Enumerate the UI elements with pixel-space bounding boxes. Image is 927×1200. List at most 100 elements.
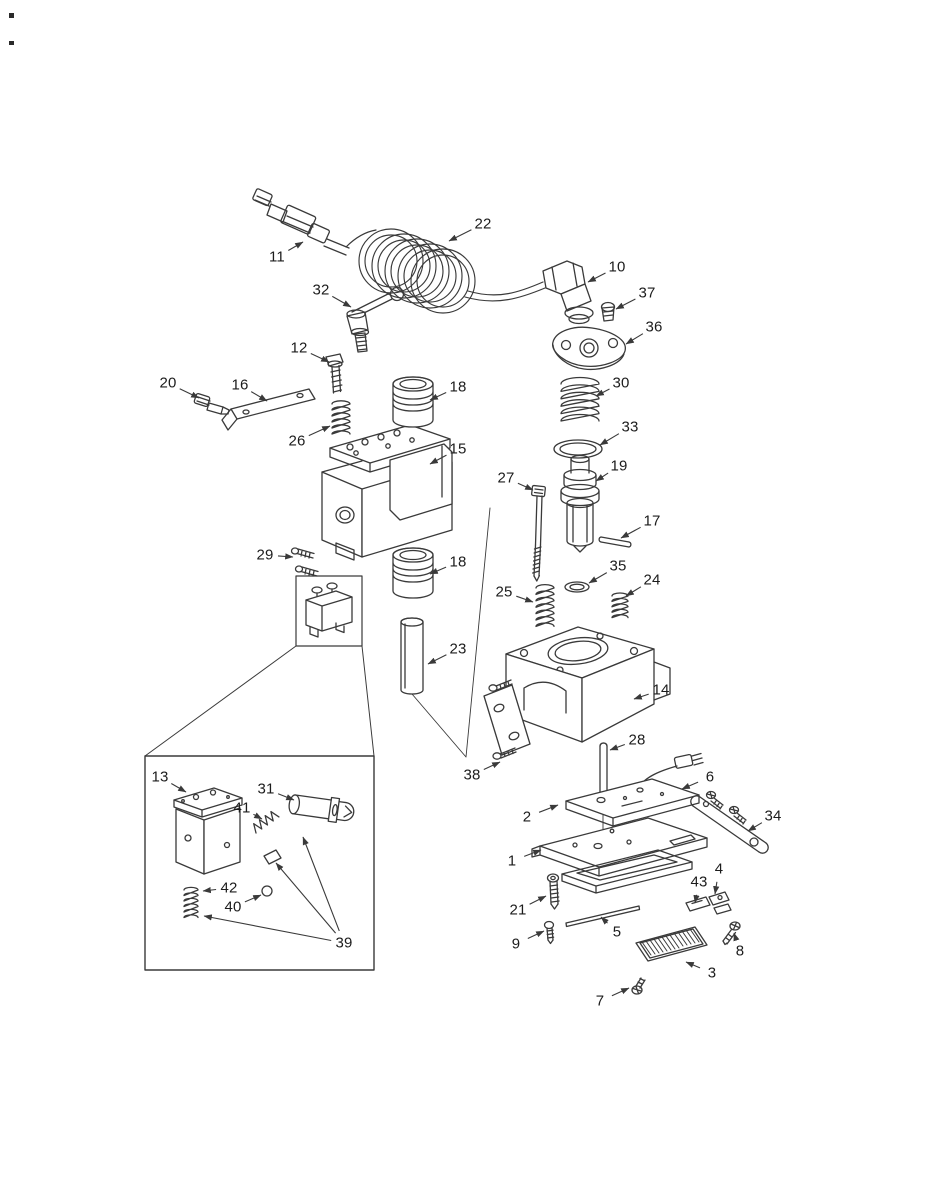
callout-17: 17 xyxy=(643,513,660,530)
leader-line-6 xyxy=(681,781,699,790)
detail-inset-box xyxy=(144,755,375,971)
manifold-block xyxy=(321,424,453,561)
leader-line-10 xyxy=(587,272,606,283)
callout-8: 8 xyxy=(736,943,745,960)
leader-line-38 xyxy=(483,761,501,770)
spring-25 xyxy=(535,583,555,628)
callout-12: 12 xyxy=(290,340,307,357)
retainer-ring xyxy=(564,581,590,593)
ribbed-cylinder-18-lower xyxy=(392,547,434,599)
leader-line-22 xyxy=(448,229,472,242)
leader-line-31 xyxy=(277,793,295,801)
screw-7 xyxy=(631,977,646,995)
callout-5: 5 xyxy=(613,924,622,941)
leader-line-4 xyxy=(713,881,720,895)
callout-3: 3 xyxy=(708,965,717,982)
leader-line-7 xyxy=(611,987,630,997)
leader-line-23 xyxy=(427,654,447,665)
leader-line-15 xyxy=(429,454,447,465)
callout-18: 18 xyxy=(449,379,466,396)
leader-line-9 xyxy=(527,930,545,939)
hose-fitting-20 xyxy=(193,392,230,415)
leader-line-34 xyxy=(747,822,763,832)
callout-21: 21 xyxy=(509,902,526,919)
piston-rod xyxy=(400,617,424,695)
spring-42 xyxy=(183,886,199,919)
screw-21 xyxy=(546,873,560,910)
leader-line-28 xyxy=(609,743,625,751)
callout-10: 10 xyxy=(608,259,625,276)
dowel-pin xyxy=(598,536,632,548)
callout-27: 27 xyxy=(497,470,514,487)
callout-15: 15 xyxy=(449,441,466,458)
callout-22: 22 xyxy=(474,216,491,233)
side-bar-34 xyxy=(690,790,769,854)
callout-35: 35 xyxy=(609,558,626,575)
push-rod-5 xyxy=(565,905,641,928)
leader-line-21 xyxy=(529,895,547,905)
callout-36: 36 xyxy=(645,319,662,336)
spring-24 xyxy=(611,592,629,619)
ball-40 xyxy=(261,885,273,897)
breather-plug xyxy=(600,301,616,322)
callout-31: 31 xyxy=(257,781,274,798)
elbow-fitting xyxy=(542,260,594,325)
callout-20: 20 xyxy=(159,375,176,392)
set-screws-29 xyxy=(290,547,319,577)
leader-line-37 xyxy=(615,298,636,310)
valve-block-13 xyxy=(173,787,243,875)
callout-24: 24 xyxy=(643,572,660,589)
callout-16: 16 xyxy=(231,377,248,394)
leader-line-19 xyxy=(595,472,609,482)
ribbed-cylinder-18 xyxy=(392,376,434,428)
leader-line-42 xyxy=(202,886,217,894)
callout-40: 40 xyxy=(224,899,241,916)
callout-30: 30 xyxy=(612,375,629,392)
detail-source-box xyxy=(144,575,375,757)
leader-line-20 xyxy=(179,388,200,399)
leader-line-2 xyxy=(538,804,559,813)
spring-26 xyxy=(331,400,351,435)
callout-14: 14 xyxy=(652,682,669,699)
cylinder-body xyxy=(483,626,671,756)
callout-28: 28 xyxy=(628,732,645,749)
leader-line-12 xyxy=(310,353,330,363)
leader-line-18 xyxy=(429,392,447,401)
leader-line-1 xyxy=(524,849,542,857)
callout-19: 19 xyxy=(610,458,627,475)
leader-line-30 xyxy=(595,388,610,397)
callout-25: 25 xyxy=(495,584,512,601)
upper-plate-2 xyxy=(565,778,700,827)
shim-plates-4-43 xyxy=(685,891,732,915)
leader-line-32 xyxy=(332,295,352,308)
base-plate-1 xyxy=(531,817,708,877)
piston xyxy=(560,454,600,553)
leader-line-26 xyxy=(308,425,331,437)
leader-line-39 xyxy=(275,862,337,934)
mounting-bracket xyxy=(221,388,316,431)
leader-line-43 xyxy=(693,894,700,904)
callout-33: 33 xyxy=(621,419,638,436)
leader-line-39 xyxy=(302,836,340,932)
leader-line-41 xyxy=(253,812,263,820)
serrated-gripper-plate xyxy=(635,926,708,962)
callout-26: 26 xyxy=(288,433,305,450)
leader-line-14 xyxy=(633,693,649,700)
leader-line-8 xyxy=(733,932,740,942)
leader-line-33 xyxy=(599,433,620,446)
spring-30 xyxy=(560,376,600,422)
hex-bolt-12 xyxy=(325,353,344,394)
coiled-hose xyxy=(345,228,546,314)
callout-39: 39 xyxy=(335,935,352,952)
callout-9: 9 xyxy=(512,936,521,953)
leader-line-24 xyxy=(625,586,642,597)
callout-4: 4 xyxy=(715,861,724,878)
callout-32: 32 xyxy=(312,282,329,299)
hose-connector xyxy=(252,188,350,256)
under-frame xyxy=(561,849,693,894)
callout-29: 29 xyxy=(256,547,273,564)
cap-screw-27 xyxy=(531,484,546,582)
